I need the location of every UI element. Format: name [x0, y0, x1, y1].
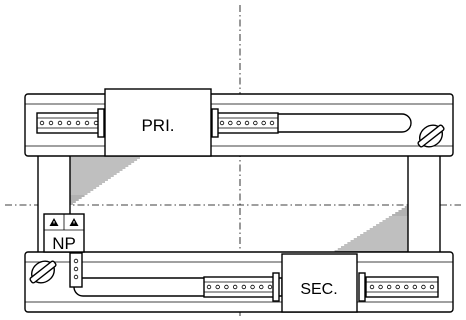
lamination-window [69, 155, 409, 253]
warning-icon [49, 218, 59, 226]
lamination-hatching-lower [334, 206, 408, 252]
nameplate-bracket [69, 252, 83, 288]
primary-terminal-rail-right [211, 108, 279, 138]
warning-icon [69, 218, 79, 226]
upper-lever-handle [417, 124, 445, 148]
nameplate: NP [43, 213, 85, 253]
secondary-terminal-rail-right [358, 272, 439, 302]
secondary-coil-box [281, 253, 358, 313]
lamination-hatching-upper [70, 157, 140, 205]
primary-coil-label: PRI. [141, 116, 174, 135]
primary-terminal-rail-left [36, 108, 105, 138]
core-leg-right [407, 154, 441, 254]
secondary-terminal-rail-left [203, 272, 280, 302]
primary-coil-box [104, 88, 212, 157]
secondary-coil-label: SEC. [300, 281, 337, 298]
nameplate-label: NP [52, 234, 76, 253]
lower-lever-handle [29, 260, 57, 284]
